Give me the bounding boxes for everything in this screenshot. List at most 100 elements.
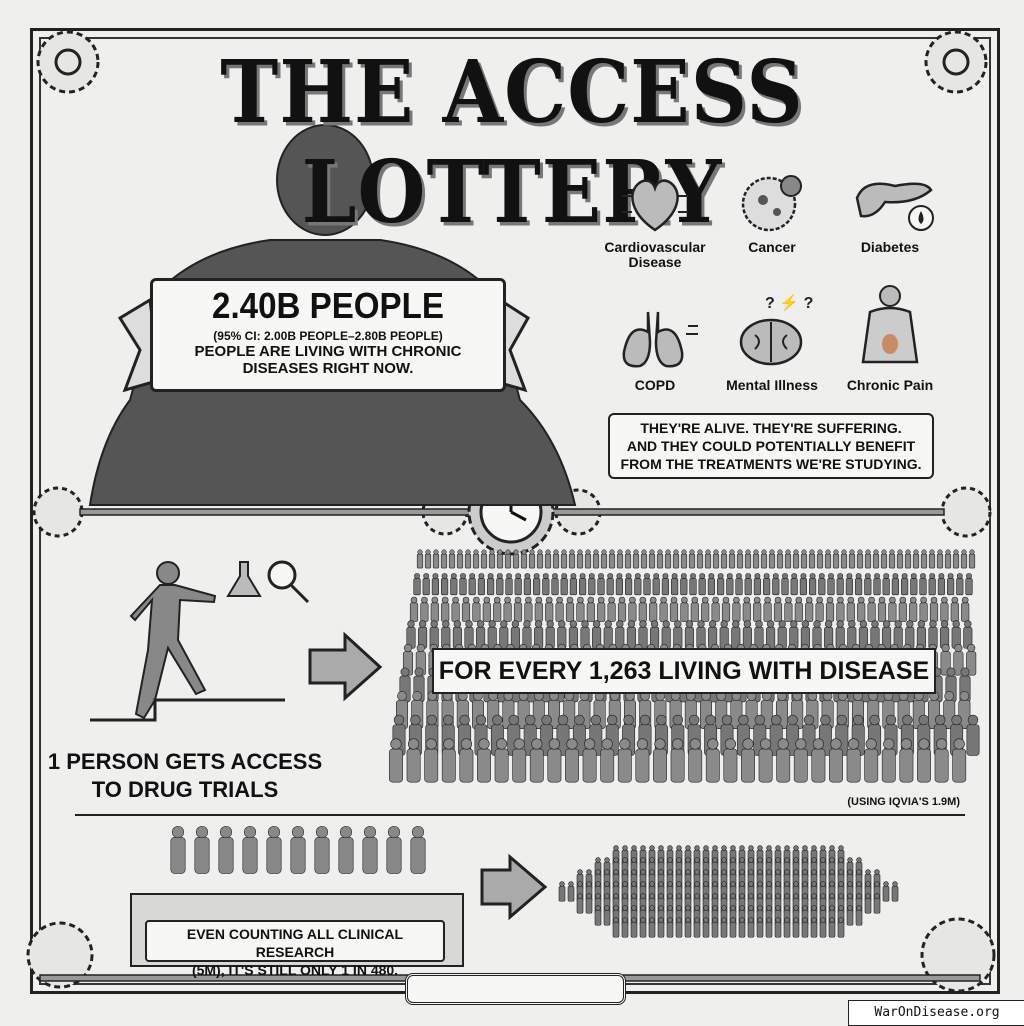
person-figure — [881, 748, 896, 783]
person-figure — [691, 596, 699, 604]
person-figure — [712, 553, 720, 569]
person-figure — [836, 714, 848, 726]
person-figure — [558, 620, 566, 628]
person-figure — [704, 553, 712, 569]
person-figure — [857, 549, 863, 555]
person-figure — [919, 602, 928, 622]
person-figure — [424, 748, 439, 783]
person-figure — [676, 917, 682, 923]
person-figure — [837, 573, 844, 579]
person-figure — [568, 553, 576, 569]
person-figure — [941, 643, 950, 653]
person-figure — [775, 893, 781, 899]
person-figure — [561, 549, 567, 555]
person-figure — [622, 893, 628, 899]
person-figure — [793, 905, 799, 911]
person-figure — [910, 573, 917, 579]
person-figure — [811, 917, 817, 923]
person-figure — [793, 917, 799, 923]
stairs — [90, 698, 285, 722]
caption-line: FROM THE TREATMENTS WE'RE STUDYING. — [620, 456, 922, 472]
person-figure — [829, 845, 835, 851]
person-figure — [952, 553, 960, 569]
person-figure — [418, 620, 427, 628]
person-figure — [874, 893, 880, 899]
person-figure — [820, 893, 826, 899]
person-figure — [577, 596, 584, 604]
person-figure — [460, 738, 473, 750]
person-figure — [707, 738, 719, 750]
person-figure — [793, 748, 808, 783]
person-figure — [441, 578, 449, 596]
person-figure — [676, 857, 682, 863]
person-figure — [426, 714, 438, 726]
person-figure — [218, 837, 234, 874]
person-figure — [496, 573, 503, 579]
person-figure — [784, 881, 790, 887]
person-figure — [461, 602, 471, 622]
person-figure — [713, 549, 719, 555]
person-figure — [649, 857, 655, 863]
person-figure — [817, 549, 823, 555]
person-figure — [604, 881, 610, 887]
person-figure — [811, 893, 817, 899]
person-figure — [702, 921, 710, 938]
person-figure — [452, 596, 459, 604]
person-figure — [825, 549, 831, 555]
person-figure — [929, 549, 935, 555]
person-figure — [421, 596, 428, 604]
person-figure — [291, 825, 305, 839]
person-figure — [685, 893, 691, 899]
person-figure — [757, 857, 763, 863]
person-figure — [582, 748, 597, 783]
person-figure — [622, 905, 628, 911]
person-figure — [772, 573, 779, 579]
person-figure — [940, 602, 949, 622]
person-figure — [742, 626, 752, 649]
person-figure — [846, 748, 861, 783]
person-figure — [441, 602, 450, 622]
person-figure — [612, 921, 620, 938]
person-figure — [776, 553, 784, 569]
person-figure — [685, 857, 691, 863]
person-figure — [675, 921, 683, 938]
person-figure — [818, 578, 826, 596]
person-figure — [756, 921, 764, 938]
person-figure — [760, 553, 768, 569]
person-figure — [828, 921, 836, 938]
person-figure — [414, 667, 424, 677]
person-figure — [496, 553, 504, 569]
person-figure — [410, 596, 418, 604]
person-figure — [712, 596, 719, 604]
person-figure — [748, 857, 754, 863]
person-figure — [515, 573, 522, 579]
person-figure — [705, 748, 720, 783]
person-figure — [741, 748, 755, 783]
person-figure — [676, 869, 682, 875]
person-figure — [897, 549, 903, 555]
person-figure — [849, 549, 855, 555]
disease-chronic-pain: Chronic Pain — [830, 282, 950, 393]
person-figure — [472, 553, 480, 569]
person-figure — [680, 553, 688, 569]
person-figure — [712, 869, 718, 875]
person-figure — [766, 857, 772, 863]
person-figure — [622, 845, 628, 851]
person-figure — [657, 549, 663, 555]
person-figure — [503, 602, 512, 622]
person-figure — [462, 596, 470, 604]
person-figure — [921, 549, 927, 555]
person-figure — [662, 620, 670, 628]
person-figure — [929, 602, 939, 622]
person-figure — [784, 553, 792, 569]
lungs-icon — [622, 311, 698, 368]
caption-box: THEY'RE ALIVE. THEY'RE SUFFERING. AND TH… — [608, 413, 934, 479]
person-figure — [588, 573, 595, 579]
person-figure — [801, 620, 810, 628]
person-figure — [847, 738, 860, 750]
person-figure — [600, 748, 615, 783]
person-figure — [523, 620, 531, 628]
person-figure — [757, 869, 763, 875]
person-figure — [672, 553, 680, 569]
person-figure — [953, 549, 959, 555]
